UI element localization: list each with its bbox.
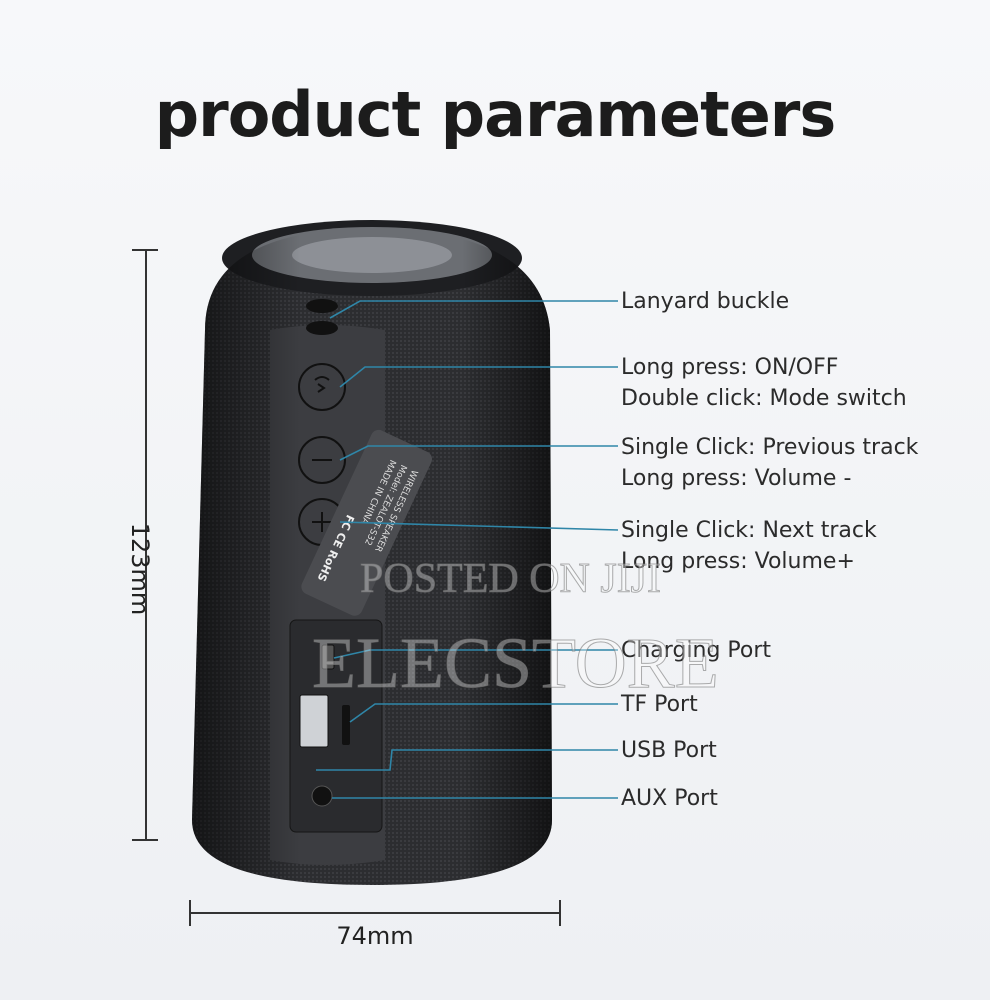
callout-tf-port: TF Port (621, 689, 698, 720)
callout-lines (316, 300, 619, 799)
callout-text: AUX Port (621, 786, 718, 811)
power-button (298, 363, 346, 411)
charging-port (321, 644, 335, 670)
speaker-buttons (298, 363, 346, 546)
page-title: product parameters (154, 78, 837, 151)
callout-text: Long press: Volume - (621, 466, 852, 491)
callout-text: Single Click: Previous track (621, 435, 919, 460)
width-dimension-line (189, 900, 561, 926)
callout-text: Long press: Volume+ (621, 549, 855, 574)
lanyard-buckle (306, 299, 338, 313)
watermark-store: ELECSTORE (312, 623, 720, 704)
aux-port (311, 785, 333, 807)
height-dimension-line (132, 249, 158, 841)
port-panel (289, 619, 383, 833)
callout-aux-port: AUX Port (621, 783, 718, 814)
speaker: WIRELESS SPEAKER Model: ZEALOT-S32 MADE … (192, 220, 552, 885)
minus-button (298, 436, 346, 484)
callout-text: Double click: Mode switch (621, 386, 907, 411)
callout-lanyard-buckle: Lanyard buckle (621, 286, 789, 317)
callout-text: USB Port (621, 738, 717, 763)
height-label: 123mm (126, 522, 154, 616)
callout-text: Lanyard buckle (621, 289, 790, 314)
callout-text: TF Port (621, 692, 698, 717)
callout-text: Long press: ON/OFF (621, 355, 839, 380)
watermark-posted: POSTED ON JIJI (359, 556, 662, 603)
callout-usb-port: USB Port (621, 735, 717, 766)
callout-charging-port: Charging Port (621, 635, 771, 666)
usb-port (299, 694, 329, 748)
tf-port (342, 705, 350, 745)
callout-text: Single Click: Next track (621, 518, 877, 543)
width-label: 74mm (336, 922, 414, 950)
callout-power-button: Long press: ON/OFF Double click: Mode swi… (621, 352, 907, 414)
callout-text: Charging Port (621, 638, 772, 663)
